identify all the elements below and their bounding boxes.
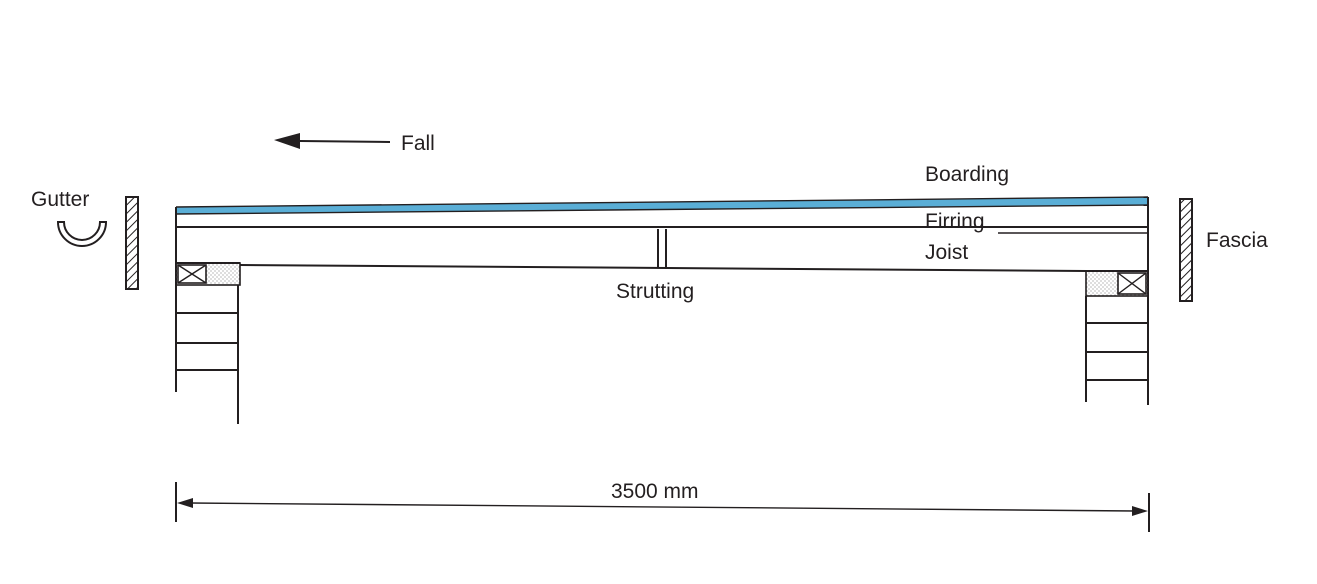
- right-fascia-board: [1179, 198, 1193, 302]
- fascia-label: Fascia: [1206, 229, 1268, 252]
- left-fascia-board: [125, 196, 139, 290]
- span-dimension: [175, 482, 1150, 532]
- left-wall-plate: [175, 262, 241, 286]
- fall-label: Fall: [401, 132, 435, 155]
- strutting: [657, 229, 667, 268]
- right-wall: [1085, 296, 1149, 405]
- gutter-label: Gutter: [31, 188, 89, 211]
- strutting-label: Strutting: [616, 280, 694, 303]
- fall-arrow: [274, 133, 391, 149]
- span-label: 3500 mm: [611, 480, 699, 503]
- right-wall-plate: [1085, 270, 1149, 297]
- joist-label: Joist: [925, 241, 968, 264]
- gutter-icon: [56, 221, 108, 247]
- boarding: [175, 196, 1149, 215]
- firring-label: Firring: [925, 210, 985, 233]
- left-wall: [175, 285, 239, 424]
- boarding-label: Boarding: [925, 163, 1009, 186]
